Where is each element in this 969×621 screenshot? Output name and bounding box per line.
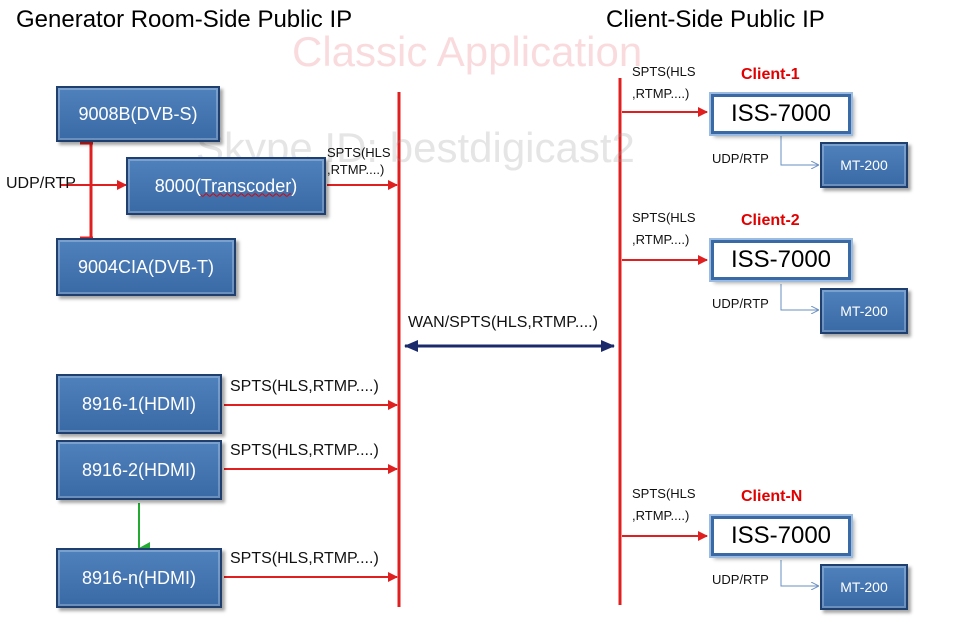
hdmi-encoder-n-box: 8916-n(HDMI) <box>56 548 222 608</box>
transcoder-box: 8000(Transcoder) <box>126 157 326 215</box>
client2-udp-arrow <box>780 284 818 310</box>
transcoder-prefix: 8000( <box>154 175 201 196</box>
udp-rtp-label: UDP/RTP <box>6 175 76 192</box>
client-2-title: Client-2 <box>741 212 800 229</box>
client-2-iss-device: ISS-7000 <box>711 240 851 280</box>
wan-label: WAN/SPTS(HLS,RTMP....) <box>408 314 598 331</box>
hdmin-spts-label: SPTS(HLS,RTMP....) <box>230 550 379 567</box>
client-1-spts-line2: ,RTMP....) <box>632 86 690 101</box>
client-1-iss-device: ISS-7000 <box>711 94 851 134</box>
client-n-iss-device: ISS-7000 <box>711 516 851 556</box>
client-2-mt200-box: MT-200 <box>820 288 908 334</box>
client-n-spts-line2: ,RTMP....) <box>632 508 690 523</box>
client-2-spts-line1: SPTS(HLS <box>632 210 696 225</box>
hdmi2-spts-label: SPTS(HLS,RTMP....) <box>230 442 379 459</box>
client-n-mt200-box: MT-200 <box>820 564 908 610</box>
clientn-udp-arrow <box>780 560 818 586</box>
client-1-title: Client-1 <box>741 66 800 83</box>
watermark-classic-application: Classic Application <box>292 28 643 75</box>
transcoder-word: Transcoder <box>200 175 292 196</box>
client-2-spts-line2: ,RTMP....) <box>632 232 690 247</box>
client-1-udp-label: UDP/RTP <box>712 151 769 166</box>
dvbt-receiver-box: 9004CIA(DVB-T) <box>56 238 236 296</box>
client-1-spts-line1: SPTS(HLS <box>632 64 696 79</box>
client-side-heading: Client-Side Public IP <box>606 6 825 33</box>
client-n-title: Client-N <box>741 488 803 505</box>
client1-udp-arrow <box>780 136 818 165</box>
transcoder-spts-label-line2: ,RTMP....) <box>327 162 385 177</box>
client-2-udp-label: UDP/RTP <box>712 296 769 311</box>
hdmi-encoder-2-box: 8916-2(HDMI) <box>56 440 222 500</box>
transcoder-spts-label-line1: SPTS(HLS <box>327 145 391 160</box>
client-1-mt200-box: MT-200 <box>820 142 908 188</box>
client-n-spts-line1: SPTS(HLS <box>632 486 696 501</box>
hdmi1-spts-label: SPTS(HLS,RTMP....) <box>230 378 379 395</box>
dvbs-receiver-box: 9008B(DVB-S) <box>56 86 220 142</box>
client-n-udp-label: UDP/RTP <box>712 572 769 587</box>
transcoder-suffix: ) <box>291 175 298 196</box>
generator-side-heading: Generator Room-Side Public IP <box>16 6 353 33</box>
hdmi-encoder-1-box: 8916-1(HDMI) <box>56 374 222 434</box>
